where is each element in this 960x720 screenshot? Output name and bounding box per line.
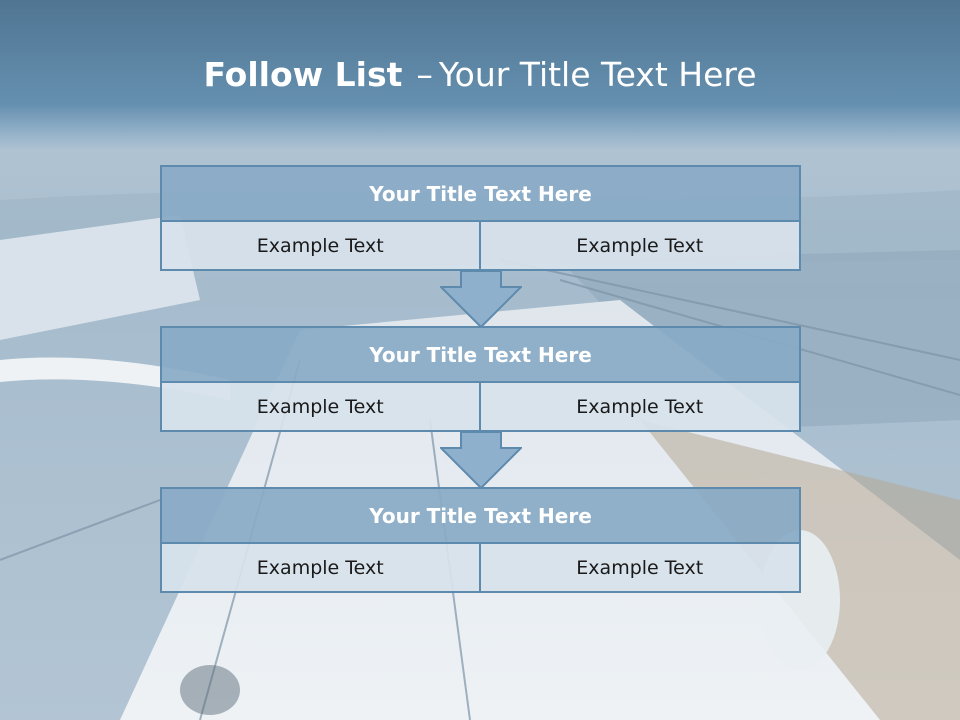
step-cell-right: Example Text xyxy=(480,222,801,271)
slide-title: Follow List–Your Title Text Here xyxy=(0,55,960,94)
step-cell-left: Example Text xyxy=(160,222,481,271)
title-band xyxy=(0,0,960,150)
step-row: Example Text Example Text xyxy=(160,222,801,271)
follow-step-1: Your Title Text Here Example Text Exampl… xyxy=(160,165,801,271)
slide-title-dash: – xyxy=(416,55,433,94)
step-heading: Your Title Text Here xyxy=(160,165,801,222)
down-arrow-icon xyxy=(440,431,522,489)
step-row: Example Text Example Text xyxy=(160,544,801,593)
step-heading: Your Title Text Here xyxy=(160,326,801,383)
step-cell-left: Example Text xyxy=(160,383,481,432)
step-heading: Your Title Text Here xyxy=(160,487,801,544)
slide-title-bold: Follow List xyxy=(203,55,403,94)
slide-title-rest: Your Title Text Here xyxy=(438,55,757,94)
step-row: Example Text Example Text xyxy=(160,383,801,432)
follow-step-2: Your Title Text Here Example Text Exampl… xyxy=(160,326,801,432)
step-cell-right: Example Text xyxy=(480,544,801,593)
down-arrow-icon xyxy=(440,270,522,328)
step-cell-left: Example Text xyxy=(160,544,481,593)
follow-step-3: Your Title Text Here Example Text Exampl… xyxy=(160,487,801,593)
step-cell-right: Example Text xyxy=(480,383,801,432)
